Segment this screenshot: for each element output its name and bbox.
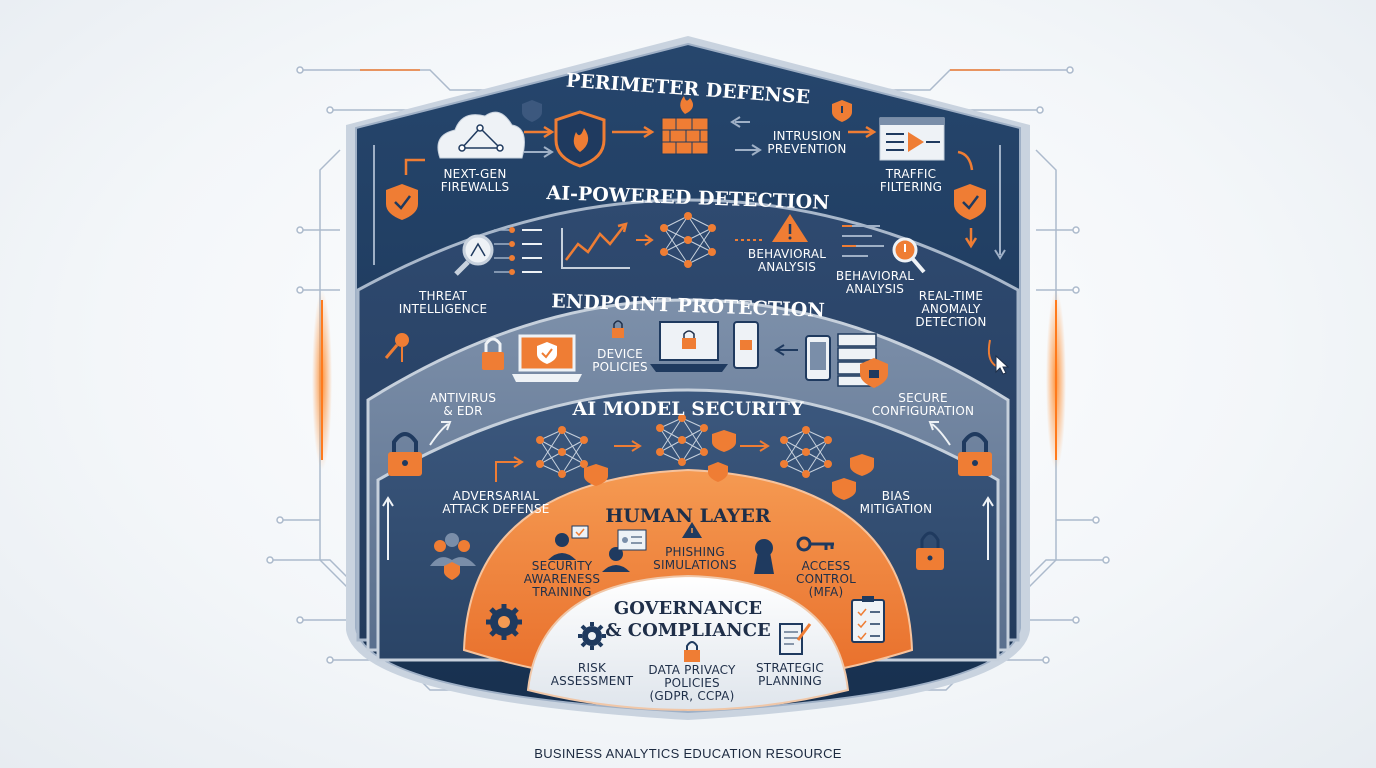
label-strategic-planning: STRATEGIC PLANNING [755,661,824,688]
ai-model-security-title: AI MODEL SECURITY [572,398,804,420]
brick-wall-icon [661,96,709,155]
phishing-id-card-icon [602,529,647,572]
shield-check-left-icon [386,184,418,220]
padlock-human-right-icon [916,531,944,570]
padlock-large-left-icon [388,432,422,476]
keyhole-icon [754,539,774,574]
planning-document-icon [779,623,812,655]
endpoint-arrow-left [774,344,798,356]
cursor-icon [995,354,1010,375]
padlock-large-right-icon [958,432,992,476]
label-data-privacy-policies: DATA PRIVACY POLICIES (GDPR, CCPA) [648,663,736,703]
small-padlock-icon [612,320,624,338]
label-access-control-mfa: ACCESS CONTROL (MFA) [796,559,856,599]
phone-server-icon [805,333,888,388]
code-lines-icon [842,225,884,257]
perimeter-flow-arrows [404,125,978,249]
neural-network-icon-3 [656,414,736,482]
endpoint-curved-arrows [382,421,994,560]
layer-governance-shape [526,574,850,711]
neural-network-icon-1 [660,212,716,268]
gear-left-icon [486,604,522,640]
laptop-shield-icon [512,334,582,382]
risk-gear-icon [578,622,606,650]
label-security-awareness-training: SECURITY AWARENESS TRAINING [523,559,601,599]
traffic-filter-window-icon [879,117,945,161]
footer-caption: BUSINESS ANALYTICS EDUCATION RESOURCE [534,746,842,761]
label-behavioral-analysis-2: BEHAVIORAL ANALYSIS [835,269,915,296]
label-behavioral-analysis-1: BEHAVIORAL ANALYSIS [747,247,827,274]
label-next-gen-firewalls: NEXT-GEN FIREWALLS [440,167,510,194]
label-bias-mitigation: BIAS MITIGATION [859,489,933,516]
small-shield-alert-icon [832,100,852,122]
warning-triangle-icon [772,214,808,242]
privacy-lock-icon [684,641,700,662]
cloud-network-icon [437,111,525,159]
neural-network-icon-4 [780,426,874,500]
label-threat-intelligence: THREAT INTELLIGENCE [398,289,488,316]
label-risk-assessment: RISK ASSESSMENT [550,661,634,688]
people-group-icon [430,533,476,580]
trend-chart-icon [561,222,630,269]
phone-lock-icon [733,321,759,369]
phishing-warning-icon [682,522,702,538]
ai-model-flow-arrows [495,440,770,482]
human-layer-title: HUMAN LAYER [605,505,771,527]
label-adversarial-attack-defense: ADVERSARIAL ATTACK DEFENSE [442,489,550,516]
threat-magnifier-icon [454,227,542,276]
pin-magnifier-icon [384,333,409,362]
label-antivirus-edr: ANTIVIRUS & EDR [429,391,497,418]
anomaly-magnifier-icon [892,237,926,274]
label-traffic-filtering: TRAFFIC FILTERING [879,167,943,194]
governance-compliance-title: GOVERNANCE & COMPLIANCE [605,598,771,641]
small-shield-icon [522,100,542,122]
firewall-shield-icon [554,110,606,168]
label-intrusion-prevention: INTRUSION PREVENTION [767,129,847,156]
label-secure-configuration: SECURE CONFIGURATION [871,391,975,418]
ai-flow-arrows [636,234,997,367]
shield-check-right-icon [954,184,986,220]
monitor-lock-icon [650,321,728,372]
training-person-icon [548,525,589,560]
key-icon [796,536,834,552]
label-real-time-anomaly-detection: REAL-TIME ANOMALY DETECTION [915,289,987,329]
padlock-icon-endpoint [482,337,504,370]
checklist-clipboard-icon [851,596,885,643]
neural-network-icon-2 [536,426,608,486]
label-phishing-simulations: PHISHING SIMULATIONS [653,545,737,572]
label-device-policies: DEVICE POLICIES [592,347,648,374]
